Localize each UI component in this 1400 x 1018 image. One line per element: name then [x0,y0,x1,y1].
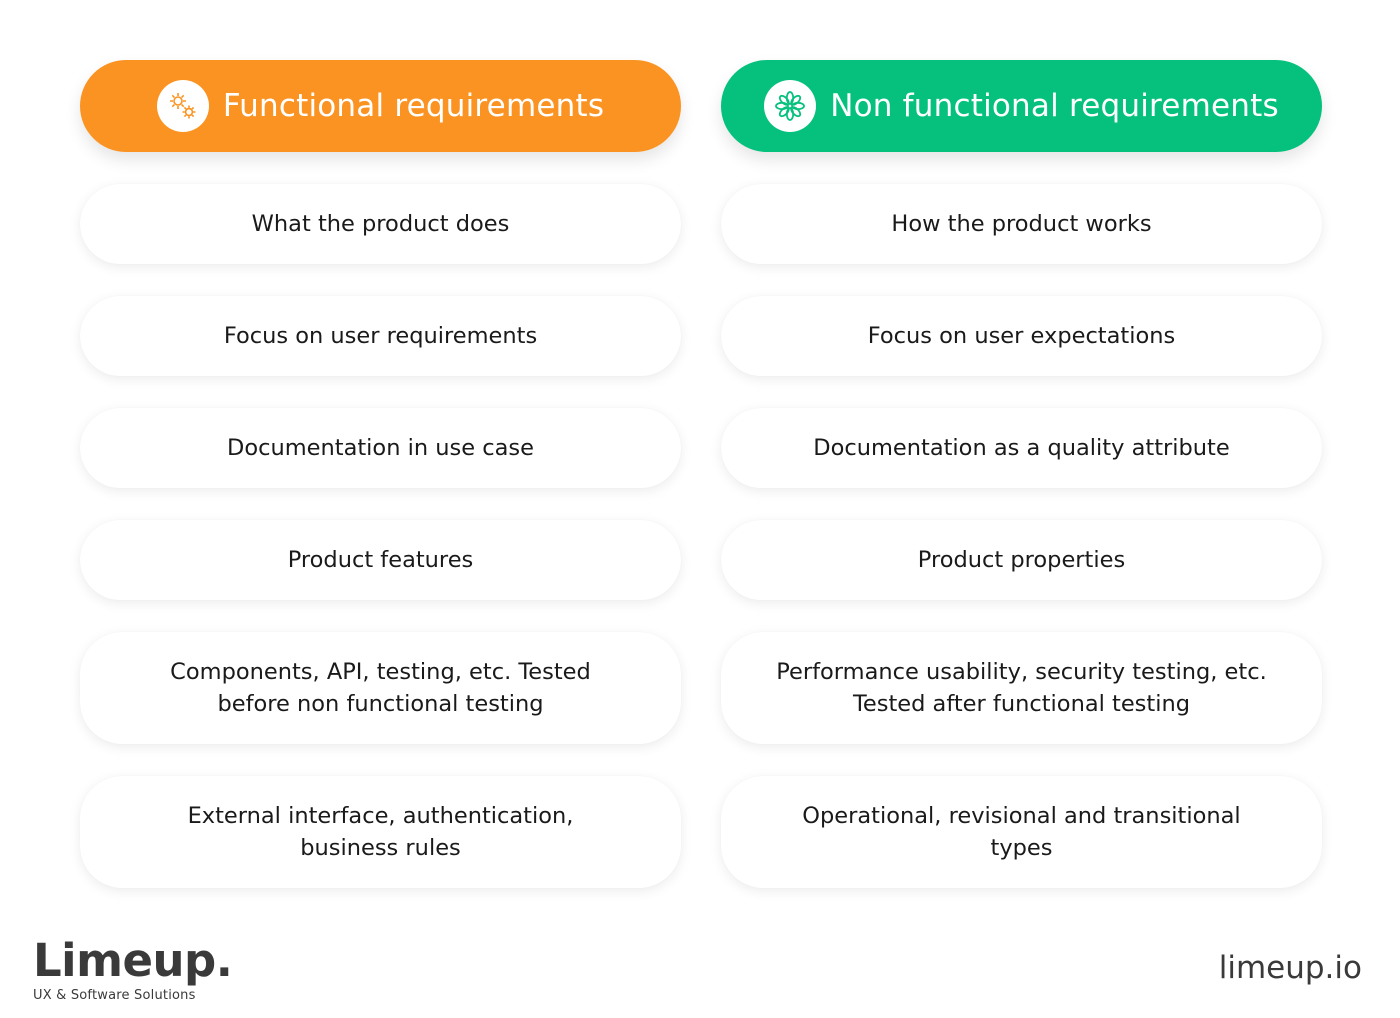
functional-item: Focus on user requirements [80,296,681,376]
non-functional-item: Operational, revisional and transitional… [721,776,1322,888]
gears-icon [156,80,209,132]
non-functional-item: Focus on user expectations [721,296,1322,376]
functional-item-text: Components, API, testing, etc. Tested be… [170,659,591,717]
non-functional-title: Non functional requirements [830,88,1279,124]
asterisk-flower-icon [764,80,817,132]
functional-item: Components, API, testing, etc. Tested be… [80,632,681,744]
functional-item-text: What the product does [251,211,510,237]
functional-item: Product features [80,520,681,600]
non-functional-column: Non functional requirements How the prod… [721,60,1322,888]
non-functional-item-text: Performance usability, security testing,… [776,659,1267,717]
brand-logo: Limeup. UX & Software Solutions [33,934,233,1003]
brand-tagline: UX & Software Solutions [33,988,196,1003]
non-functional-item: How the product works [721,184,1322,264]
functional-item: Documentation in use case [80,408,681,488]
non-functional-item: Documentation as a quality attribute [721,408,1322,488]
functional-item-text: External interface, authentication, busi… [187,803,574,861]
functional-title: Functional requirements [222,88,605,124]
site-url: limeup.io [1218,950,1362,986]
non-functional-header: Non functional requirements [721,60,1322,152]
non-functional-item: Product properties [721,520,1322,600]
non-functional-item-text: Focus on user expectations [867,323,1176,349]
functional-column: Functional requirements What the product… [80,60,681,888]
non-functional-item-text: How the product works [891,211,1152,237]
functional-item-text: Focus on user requirements [223,323,538,349]
brand-name: Limeup. [33,934,233,987]
functional-item: What the product does [80,184,681,264]
functional-item-text: Documentation in use case [227,435,534,461]
functional-item-text: Product features [287,547,474,573]
non-functional-item-text: Product properties [917,547,1126,573]
functional-item: External interface, authentication, busi… [80,776,681,888]
non-functional-item-text: Documentation as a quality attribute [813,435,1230,461]
non-functional-item: Performance usability, security testing,… [721,632,1322,744]
non-functional-item-text: Operational, revisional and transitional… [802,803,1241,861]
functional-header: Functional requirements [80,60,681,152]
